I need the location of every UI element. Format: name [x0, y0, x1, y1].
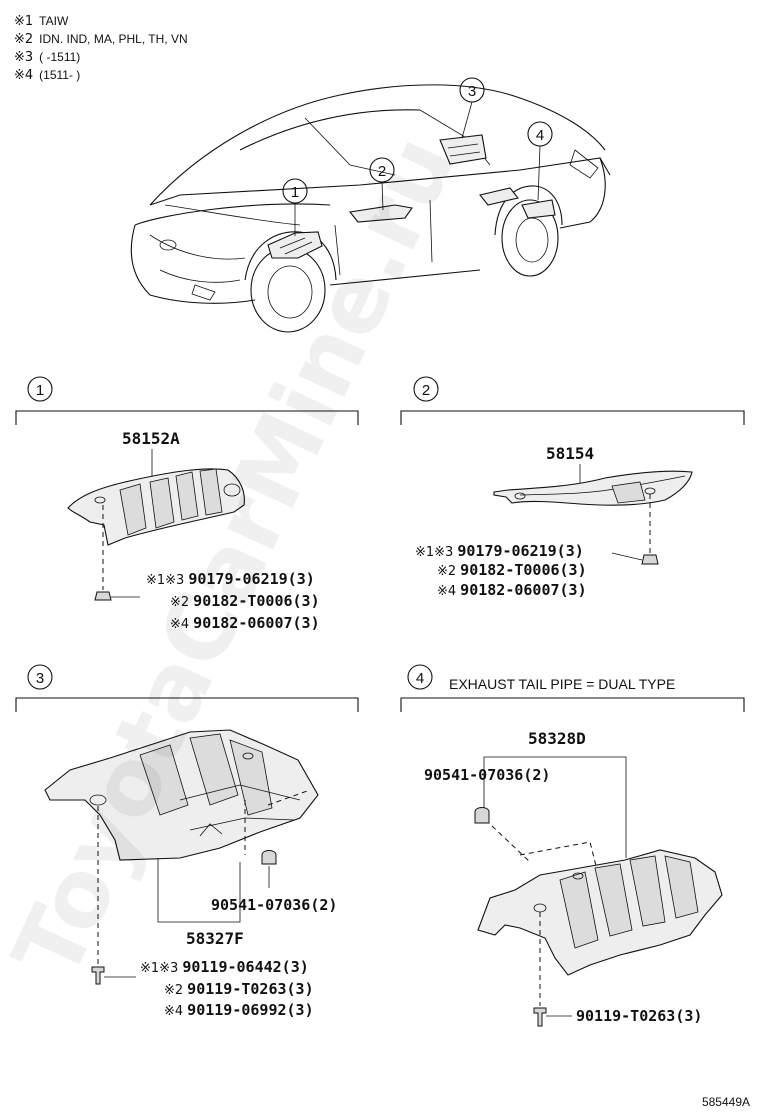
callout-number: 2 — [378, 163, 386, 180]
insulator-58327f — [44, 729, 319, 861]
callout-number: 4 — [536, 127, 544, 144]
fastener-part-number: 90182-06007(3) — [193, 614, 319, 632]
insulator-58328d — [477, 849, 723, 976]
insulator-58152a — [67, 468, 245, 546]
fastener-part-number: 90119-T0263(3) — [187, 980, 313, 998]
car-illustration — [130, 84, 611, 333]
nut-fastener — [261, 850, 277, 865]
svg-text:※4(1511- ): ※4 (1511- ) — [14, 68, 80, 83]
section-2: 2 58154 ※1※3 90179-06219(3) ※2 90182-T0006… — [400, 376, 745, 599]
applicability-mark: ※4 — [164, 1004, 183, 1019]
applicability-mark: ※2 — [170, 595, 189, 610]
applicability-mark: ※4 — [170, 617, 189, 632]
insulator-58154 — [493, 470, 693, 506]
note-mark: ※3 — [14, 50, 33, 65]
section-marker — [27, 376, 53, 402]
bolt-fastener — [533, 1007, 547, 1027]
callout-marker — [527, 121, 553, 147]
section-number: 3 — [36, 670, 44, 687]
fastener-part-number: 90119-06442(3) — [182, 958, 308, 976]
clip-fastener — [641, 554, 659, 565]
nut-fastener — [474, 807, 490, 824]
fastener-part-number: 90179-06219(3) — [457, 542, 583, 560]
nut-part-number: 90541-07036(2) — [424, 766, 550, 784]
clip-fastener — [94, 591, 112, 601]
main-part-number: 58327F — [186, 929, 244, 948]
fastener-part-number: 90179-06219(3) — [188, 570, 314, 588]
callout-number: 1 — [291, 184, 299, 201]
applicability-mark: ※1※3 — [146, 573, 184, 588]
nut-part-number: 90541-07036(2) — [211, 896, 337, 914]
section-marker — [407, 664, 433, 690]
section-marker — [27, 664, 53, 690]
section-bracket — [400, 697, 745, 712]
applicability-mark: ※4 — [437, 584, 456, 599]
fastener-part-number: 90182-T0006(3) — [193, 592, 319, 610]
car-callouts: 1 2 3 4 — [282, 77, 553, 204]
note-mark: ※2 — [14, 32, 33, 47]
section-4: 4 EXHAUST TAIL PIPE = DUAL TYPE 58328D 9… — [400, 664, 745, 1027]
figure-id: 585449A — [702, 1095, 750, 1109]
section-1: 1 58152A ※1※3 90179-06219(3) ※2 90182-T000… — [15, 376, 359, 632]
callout-marker — [282, 178, 308, 204]
watermark: ToyotaCarMine.ru — [0, 120, 477, 994]
main-part-number: 58152A — [122, 429, 180, 448]
applicability-mark: ※2 — [164, 983, 183, 998]
fastener-part-number: 90119-06992(3) — [187, 1001, 313, 1019]
section-number: 1 — [36, 382, 44, 399]
note-text: ( -1511) — [39, 50, 80, 64]
main-part-number: 58154 — [546, 444, 594, 463]
fastener-part-number: 90182-06007(3) — [460, 581, 586, 599]
section-3: 3 90541-07036(2) 58327F ※1※3 90119-06442(… — [15, 664, 359, 1019]
applicability-mark: ※2 — [437, 564, 456, 579]
section-bracket — [15, 697, 359, 712]
note-mark: ※4 — [14, 68, 33, 83]
section-number: 4 — [416, 670, 424, 687]
callout-marker — [369, 157, 395, 183]
callout-number: 3 — [468, 83, 476, 100]
note-text: IDN. IND, MA, PHL, TH, VN — [39, 32, 187, 46]
section-marker — [413, 376, 439, 402]
main-part-number: 58328D — [528, 729, 586, 748]
fastener-part-number: 90182-T0006(3) — [460, 561, 586, 579]
note-text: TAIW — [39, 14, 69, 28]
applicability-mark: ※1※3 — [140, 961, 178, 976]
applicability-mark: ※1※3 — [415, 545, 453, 560]
svg-text:※3( -1511): ※3 ( -1511) — [14, 50, 80, 65]
bolt-part-number: 90119-T0263(3) — [576, 1007, 702, 1025]
callout-marker — [459, 77, 485, 103]
bolt-fastener — [91, 966, 105, 985]
applicability-notes: ※1 TAIW ※2 IDN. IND, MA, PHL, TH, VN ※3 ( -… — [14, 14, 188, 83]
section-bracket — [400, 410, 745, 425]
section-caption: EXHAUST TAIL PIPE = DUAL TYPE — [449, 676, 675, 692]
note-text: (1511- ) — [39, 68, 80, 82]
note-mark: ※1 — [14, 14, 33, 29]
section-number: 2 — [422, 382, 430, 399]
section-bracket — [15, 410, 359, 425]
